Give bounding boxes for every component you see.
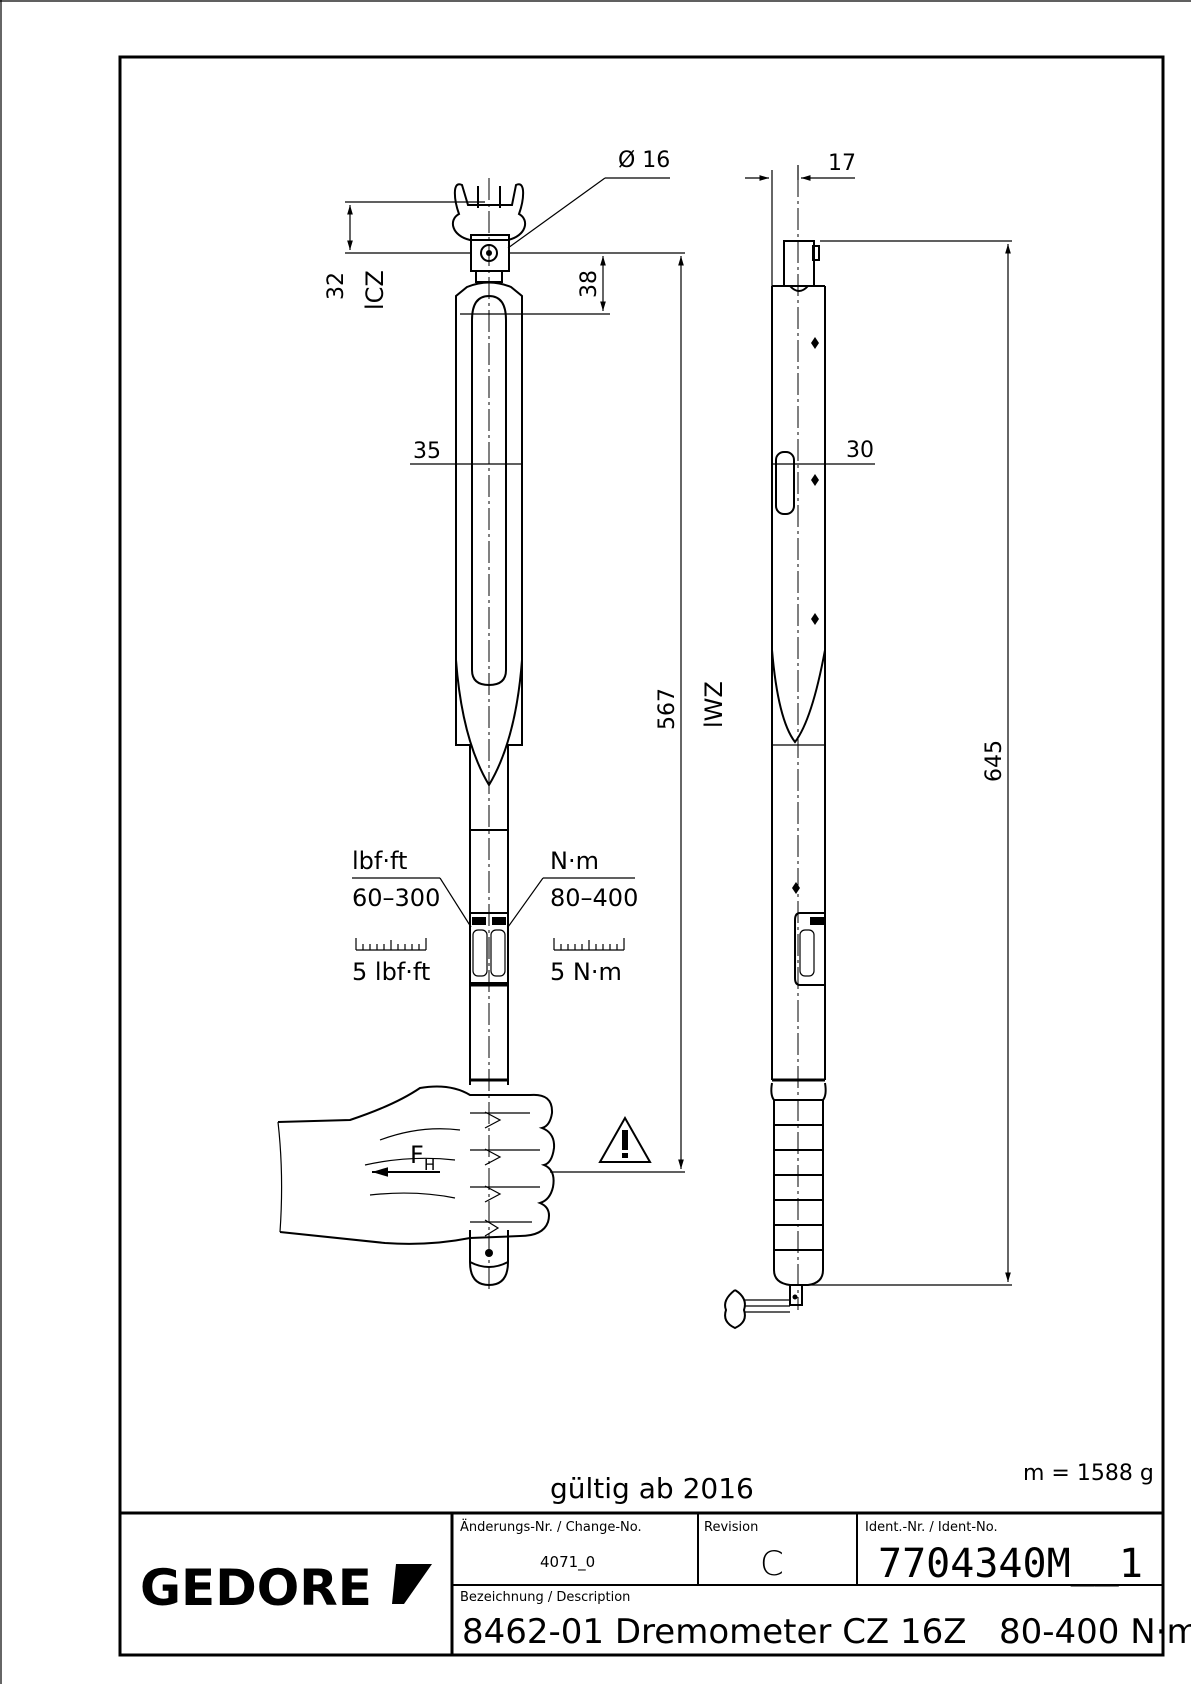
front-view-dimensions: Ø 16 32 lCZ 38 35 567 lWZ	[324, 148, 728, 1173]
dim-head-symbol: lCZ	[361, 270, 389, 310]
mass-label: m = 1588 g	[1023, 1461, 1154, 1486]
hand-illustration: F H	[277, 1085, 556, 1245]
scale-nm: N·m 80–400 5 N·m	[507, 847, 638, 986]
dim-side-width: 17	[828, 151, 856, 176]
force-label: F	[410, 1141, 424, 1169]
scale-lbfft-range: 60–300	[352, 884, 440, 912]
dim-length: 567	[655, 688, 680, 730]
dim-head-height: 32	[324, 272, 349, 300]
drawing-frame	[118, 55, 1165, 1657]
wrench-front-view	[451, 178, 527, 1290]
wrench-side-view	[724, 175, 827, 1330]
force-subscript: H	[424, 1156, 435, 1174]
dim-side-thickness: 30	[846, 438, 874, 463]
scale-lbfft: lbf·ft 60–300 5 lbf·ft	[352, 847, 472, 986]
dim-neck: 38	[577, 270, 602, 298]
scale-nm-step: 5 N·m	[550, 958, 622, 986]
dim-length-symbol: lWZ	[700, 681, 728, 728]
revision-label: Revision	[704, 1520, 758, 1535]
ident-value: 7704340M__1	[878, 1541, 1143, 1587]
dim-overall-length: 645	[982, 740, 1007, 782]
warning-triangle-icon	[598, 1115, 652, 1163]
description-value: 8462-01 Dremometer CZ 16Z 80-400 N·m	[462, 1612, 1191, 1652]
scale-nm-range: 80–400	[550, 884, 638, 912]
revision-value: C	[760, 1544, 784, 1584]
change-value: 4071_0	[540, 1553, 595, 1572]
title-block: GEDORE Änderungs-Nr. / Change-No. 4071_0…	[120, 1511, 1191, 1655]
scale-lbfft-step: 5 lbf·ft	[352, 958, 430, 986]
ident-label: Ident.-Nr. / Ident-No.	[865, 1520, 998, 1535]
description-label: Bezeichnung / Description	[460, 1590, 630, 1605]
scale-nm-unit: N·m	[550, 847, 599, 875]
dim-diameter: Ø 16	[618, 148, 670, 173]
side-view-dimensions: 17 30 645	[745, 151, 1012, 1286]
dim-grip-width: 35	[413, 439, 441, 464]
valid-from: gültig ab 2016	[550, 1472, 754, 1505]
gedore-logo: GEDORE	[140, 1559, 432, 1617]
scale-lbfft-unit: lbf·ft	[352, 847, 407, 875]
svg-text:GEDORE: GEDORE	[140, 1559, 372, 1617]
change-label: Änderungs-Nr. / Change-No.	[460, 1519, 642, 1535]
